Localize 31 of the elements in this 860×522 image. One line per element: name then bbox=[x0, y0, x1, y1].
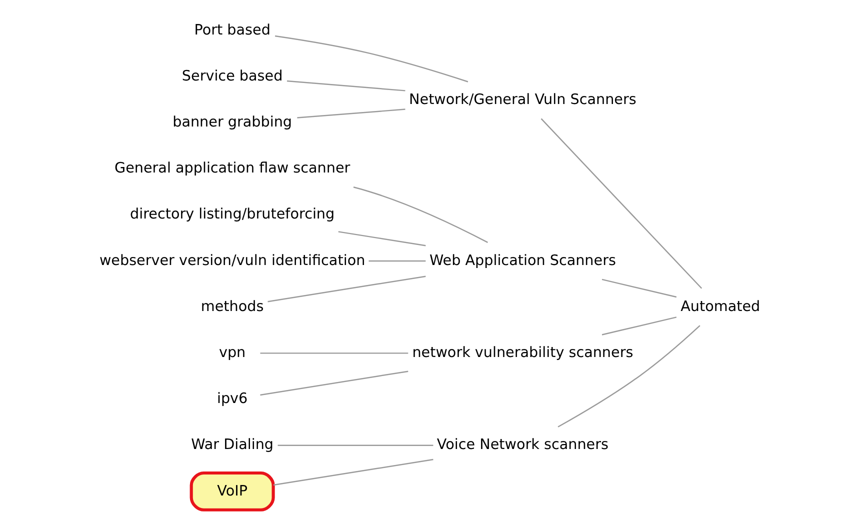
connector bbox=[353, 186, 488, 243]
node-text: Automated bbox=[680, 298, 760, 315]
node-text: General application flaw scanner bbox=[114, 160, 350, 177]
node-text: Port based bbox=[194, 22, 270, 38]
node-text: banner grabbing bbox=[172, 114, 292, 131]
connector bbox=[274, 35, 468, 82]
node-text: ipv6 bbox=[216, 391, 248, 408]
node-text: methods bbox=[200, 298, 264, 315]
connector bbox=[558, 325, 700, 428]
connector bbox=[602, 278, 677, 298]
connector bbox=[540, 118, 702, 289]
connector bbox=[297, 108, 406, 118]
node-text: directory listing/bruteforcing bbox=[130, 206, 335, 223]
node-text: Voice Network scanners bbox=[436, 437, 608, 454]
connector bbox=[278, 444, 434, 446]
connector bbox=[268, 276, 426, 302]
node-text: webserver version/vuln identification bbox=[99, 252, 366, 269]
connector bbox=[260, 370, 408, 396]
node-text: Network/General Vuln Scanners bbox=[409, 92, 636, 108]
node-text: Service based bbox=[182, 68, 283, 84]
connector bbox=[273, 458, 434, 486]
connector bbox=[260, 352, 408, 354]
node-text: Web Application Scanners bbox=[429, 252, 616, 269]
connector bbox=[368, 260, 426, 262]
connector bbox=[338, 231, 426, 246]
node-text: vpn bbox=[218, 344, 246, 361]
node-box: VoIP bbox=[190, 471, 275, 512]
node-text: network vulnerability scanners bbox=[412, 344, 634, 361]
connector bbox=[602, 316, 677, 336]
connector bbox=[286, 80, 406, 92]
node-text: War Dialing bbox=[191, 437, 274, 454]
